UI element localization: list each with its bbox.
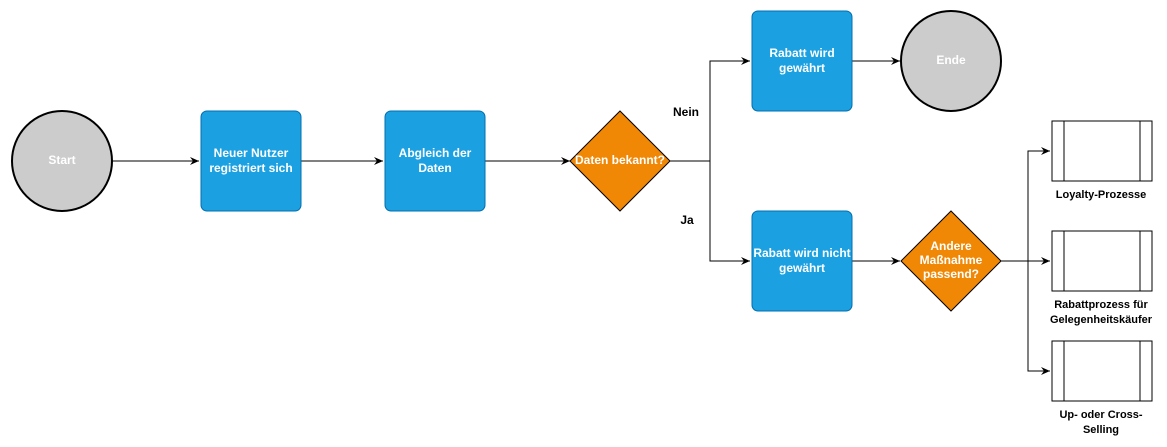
occasional-caption-line1: Rabattprozess für	[1054, 299, 1148, 311]
edge-label-nein: Nein	[673, 105, 699, 119]
known-label: Daten bekannt?	[575, 153, 665, 167]
known-diamond	[569, 110, 671, 212]
discount-no-box	[751, 210, 853, 312]
edge-known-to-discount-no	[709, 161, 750, 265]
other-label-line3: passend?	[923, 267, 979, 281]
discount-yes-label-line1: Rabatt wird	[769, 46, 834, 60]
edge-known-to-discount-yes	[670, 57, 750, 162]
discount-no-node[interactable]: Rabatt wird nicht gewährt	[751, 210, 853, 312]
other-diamond	[900, 210, 1002, 312]
discount-no-label-line1: Rabatt wird nicht	[753, 246, 850, 260]
discount-yes-label-line2: gewährt	[779, 61, 825, 75]
edge-other-to-loyalty	[1000, 147, 1050, 262]
compare-node[interactable]: Abgleich der Daten	[384, 110, 486, 212]
loyalty-subprocess-node[interactable]: Loyalty-Prozesse	[1051, 120, 1153, 201]
start-label: Start	[48, 153, 75, 167]
discount-yes-box	[751, 10, 853, 112]
other-label-line2: Maßnahme	[920, 253, 983, 267]
new-user-label-line1: Neuer Nutzer	[214, 146, 289, 160]
upsell-box	[1051, 340, 1153, 402]
discount-no-label-line2: gewährt	[779, 261, 825, 275]
new-user-label-line2: registriert sich	[209, 161, 292, 175]
loyalty-box	[1051, 120, 1153, 182]
other-decision-node[interactable]: Andere Maßnahme passend?	[900, 210, 1002, 312]
end-circle	[900, 10, 1002, 112]
upsell-subprocess-node[interactable]: Up- oder Cross- Selling	[1051, 340, 1153, 436]
edge-label-ja: Ja	[680, 213, 694, 227]
discount-yes-node[interactable]: Rabatt wird gewährt	[751, 10, 853, 112]
new-user-node[interactable]: Neuer Nutzer registriert sich	[200, 110, 302, 212]
upsell-caption-line2: Selling	[1083, 424, 1119, 436]
start-circle	[11, 110, 113, 212]
occasional-caption-line2: Gelegenheitskäufer	[1050, 314, 1153, 326]
edges	[112, 57, 1050, 375]
end-node[interactable]: Ende	[900, 10, 1002, 112]
loyalty-caption: Loyalty-Prozesse	[1056, 189, 1146, 201]
occasional-subprocess-node[interactable]: Rabattprozess für Gelegenheitskäufer	[1050, 230, 1153, 326]
edge-other-to-upsell	[1027, 261, 1050, 375]
new-user-box	[200, 110, 302, 212]
occasional-box	[1051, 230, 1153, 292]
compare-label-line2: Daten	[418, 161, 451, 175]
upsell-caption-line1: Up- oder Cross-	[1059, 409, 1142, 421]
start-node[interactable]: Start	[11, 110, 113, 212]
known-decision-node[interactable]: Daten bekannt?	[569, 110, 671, 212]
compare-label-line1: Abgleich der	[399, 146, 472, 160]
compare-box	[384, 110, 486, 212]
other-label-line1: Andere	[930, 239, 972, 253]
end-label: Ende	[936, 53, 966, 67]
